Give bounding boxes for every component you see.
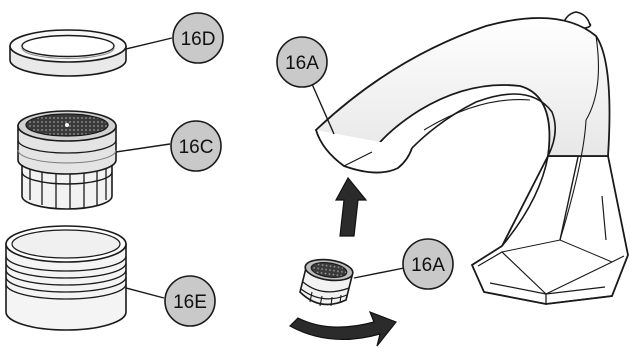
rotation-arrow: [289, 310, 397, 347]
callout-16a-spout: 16A: [276, 36, 328, 88]
aerator-insert-part: [17, 110, 117, 210]
ring-part: [9, 29, 127, 77]
callout-leaders: [115, 37, 405, 299]
callout-16c: 16C: [170, 120, 222, 172]
callout-16e-label: 16E: [173, 292, 207, 313]
callout-16d: 16D: [172, 12, 224, 64]
callout-16d-label: 16D: [181, 29, 216, 50]
callout-16a-assembly-label: 16A: [411, 255, 445, 276]
callout-16c-label: 16C: [179, 137, 214, 158]
callout-16a-spout-label: 16A: [285, 53, 319, 74]
install-up-arrow: [334, 176, 368, 237]
aerator-housing-part: [5, 225, 127, 331]
aerator-assembly-part: [299, 258, 354, 307]
callout-16e: 16E: [164, 275, 216, 327]
faucet: [314, 11, 629, 305]
callout-16a-assembly: 16A: [402, 238, 454, 290]
